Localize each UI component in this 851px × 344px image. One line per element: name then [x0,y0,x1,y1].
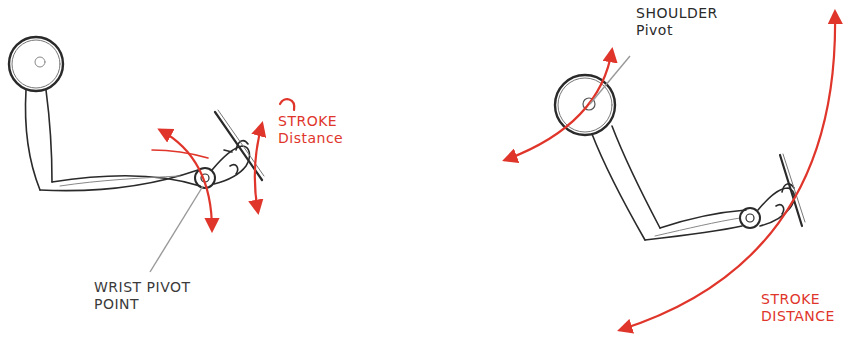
stroke-label: STROKE DISTANCE [759,290,847,326]
left-motion-arrows [152,99,294,230]
pivot-label: SHOULDER Pivot [634,4,738,40]
pivot-label: WRIST PIVOT POINT [92,278,214,314]
left-arm [9,37,264,191]
stroke-label: STROKE Distance [276,112,360,148]
leader-line [590,56,630,104]
leader-line [150,186,203,272]
right-motion-arrows [505,12,835,330]
